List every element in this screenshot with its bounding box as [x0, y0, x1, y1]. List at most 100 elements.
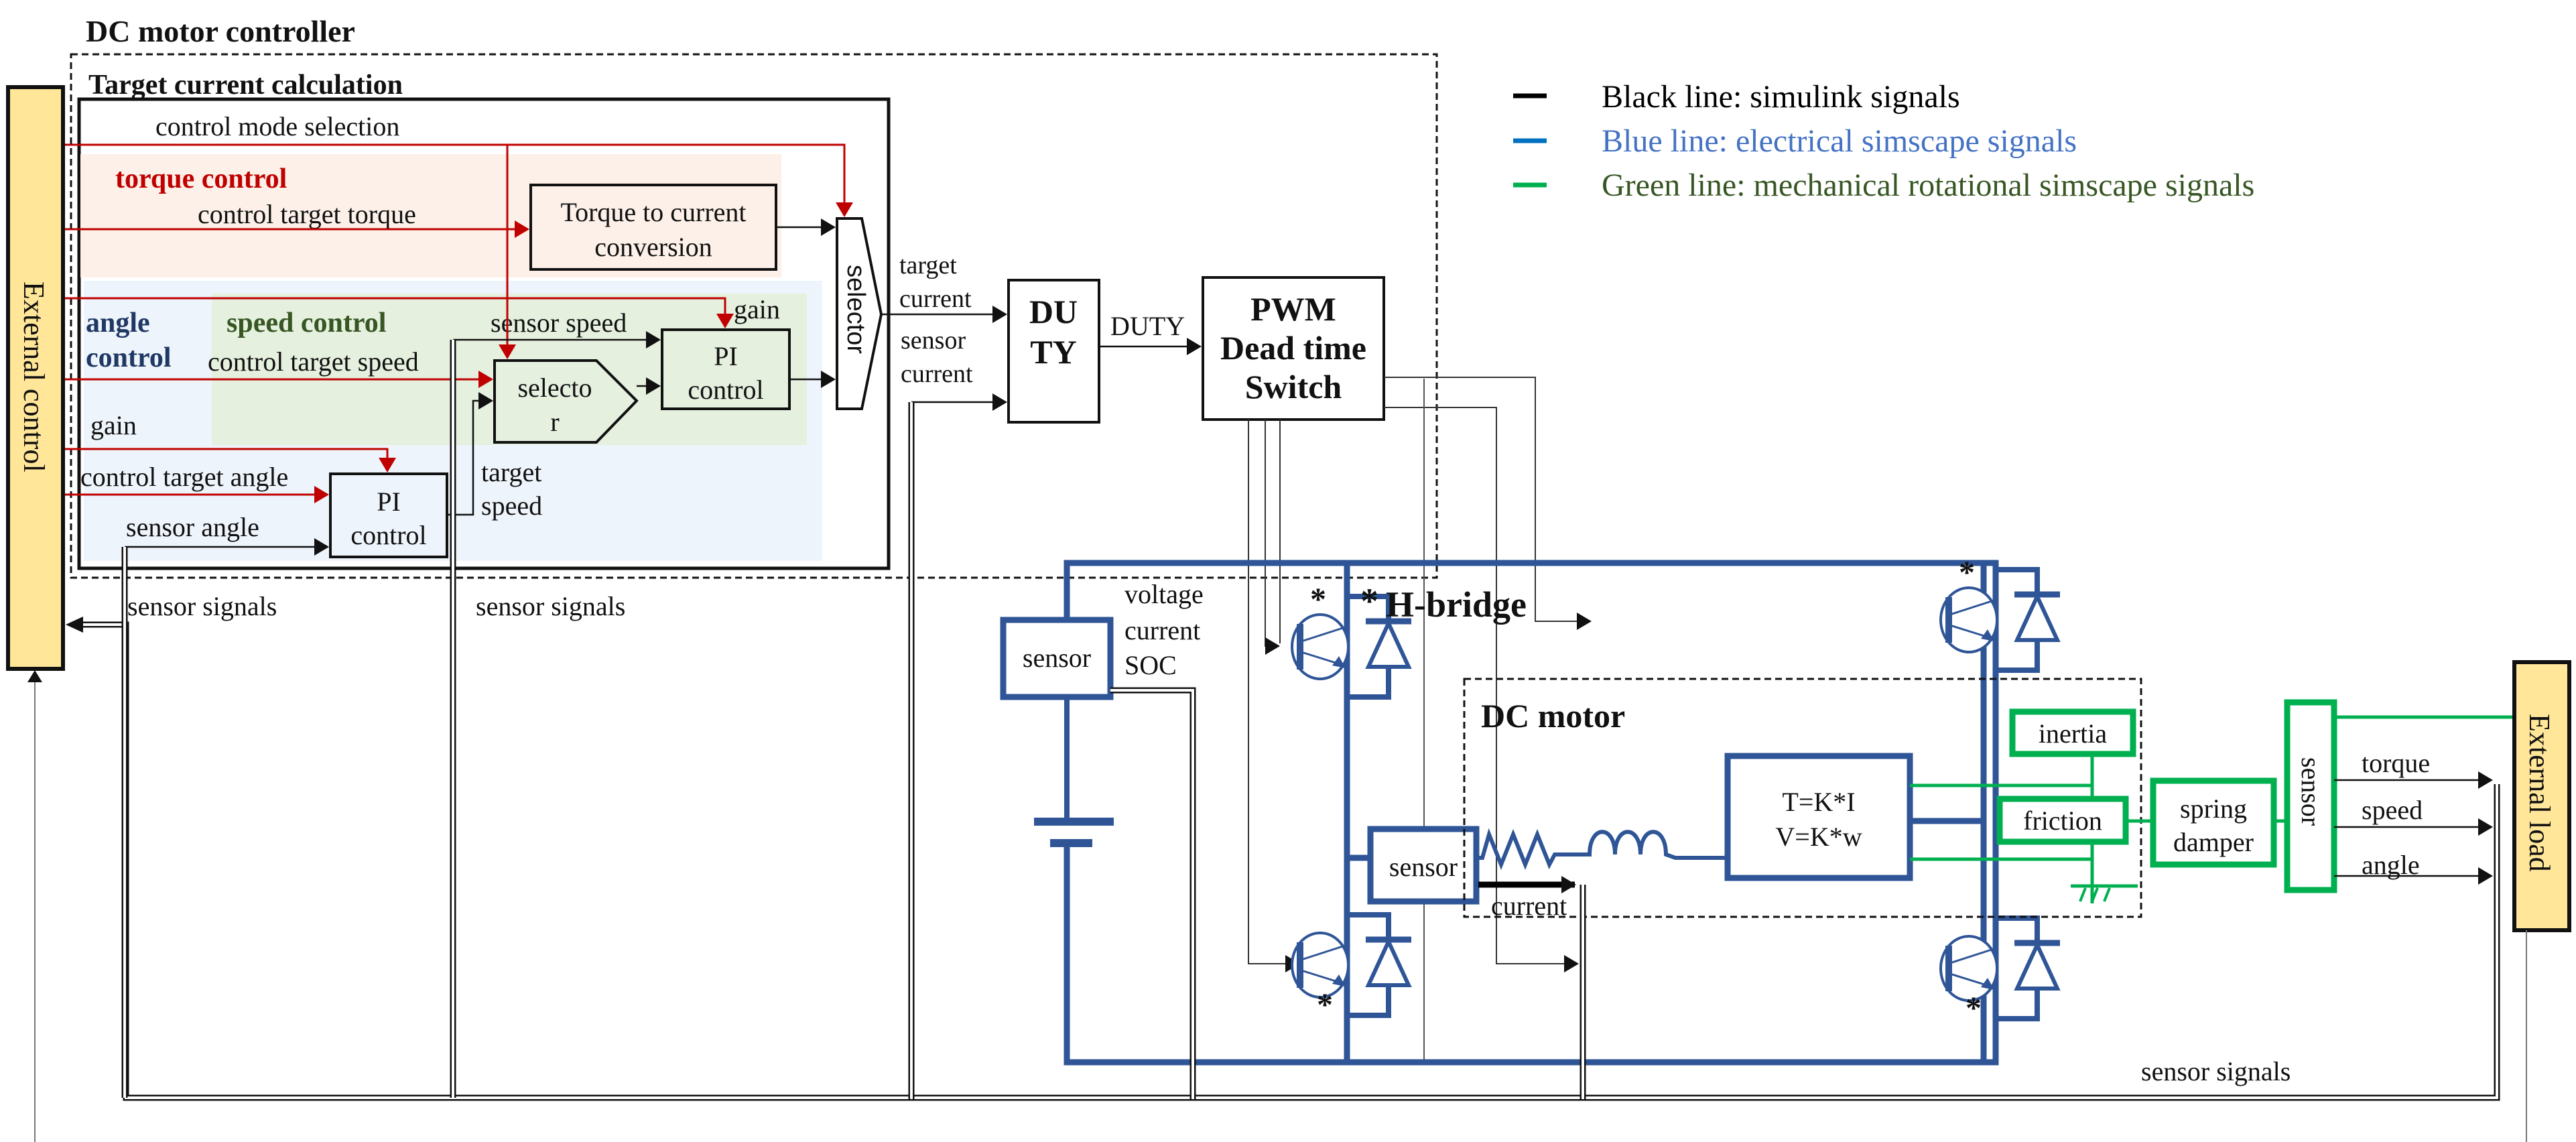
spring-damper-label-1: spring	[2180, 794, 2247, 824]
controller-title: DC motor controller	[86, 14, 355, 48]
duty-block[interactable]	[1007, 279, 1100, 424]
control-target-speed-label: control target speed	[208, 346, 419, 377]
diode-icon	[1365, 618, 1412, 669]
dc-bus-positive	[1064, 560, 1999, 659]
external-load-label: External load	[2523, 714, 2556, 872]
angle-control-title-1: angle	[86, 308, 150, 338]
target-current-label-2: current	[899, 285, 972, 313]
external-load-block[interactable]	[2512, 660, 2571, 932]
target-current-label-1: target	[899, 251, 957, 279]
switch-marker: *	[1966, 991, 1982, 1026]
h-bridge-title: H-bridge	[1386, 584, 1527, 625]
inertia-label: inertia	[2039, 718, 2107, 749]
angle-pi-label-1: PI	[377, 487, 401, 517]
switch-marker: *	[1317, 987, 1333, 1023]
mechanical-circuit: inertia friction spring damper sensor	[1910, 699, 2513, 903]
battery-current-label: current	[1124, 615, 1200, 645]
speed-selector-block[interactable]	[493, 359, 639, 444]
dc-motor-boundary	[1463, 678, 2142, 918]
wire-speed-gain	[63, 297, 734, 328]
main-selector-block[interactable]	[836, 217, 883, 410]
target-current-calc-title: Target current calculation	[88, 70, 403, 101]
battery-voltage-label: voltage	[1124, 579, 1204, 609]
electrical-circuit: sensor sensor T=K*I V=K*w current	[1000, 560, 1999, 1066]
sensor-bus-arrow	[66, 617, 83, 633]
speed-pi-control-block[interactable]	[661, 328, 791, 410]
friction-label: friction	[2023, 806, 2102, 836]
motor-current-sensor-block[interactable]	[1367, 826, 1480, 905]
inductor-icon	[1568, 830, 1728, 860]
torque-control-title: torque control	[115, 164, 287, 194]
mechanical-sensor-outputs: torque speed angle	[2334, 748, 2493, 885]
sensor-angle-label: sensor angle	[126, 512, 259, 542]
dc-motor-title: DC motor	[1481, 697, 1625, 735]
mechanical-sensor-label: sensor	[2296, 757, 2326, 826]
speed-control-title: speed control	[227, 308, 386, 338]
switch-marker: *	[1310, 582, 1326, 617]
resistor-icon	[1476, 828, 1568, 871]
speed-selector-label-1: selecto	[517, 373, 592, 403]
gate-signal-wires	[1248, 377, 1592, 1064]
dc-bus-negative	[1064, 847, 1999, 1066]
switch-upper-right: *	[1939, 555, 2061, 673]
inertia-block[interactable]	[2009, 708, 2136, 757]
sensor-signal-bus	[27, 340, 2527, 1142]
torque-output-label: torque	[2362, 748, 2430, 778]
legend-label-black: Black line: simulink signals	[1602, 79, 1960, 115]
simulink-wires	[125, 218, 1202, 556]
switch-lower-left: *	[1291, 912, 1412, 1023]
speed-selector-label-2: r	[550, 407, 559, 437]
speed-pi-label-2: control	[688, 375, 763, 405]
control-mode-selection-label: control mode selection	[155, 111, 399, 141]
friction-block[interactable]	[1996, 796, 2129, 845]
h-bridge-switches: * * * *	[1291, 555, 2061, 1026]
target-speed-label-2: speed	[481, 491, 542, 521]
h-bridge-marker: *	[1360, 581, 1378, 621]
sensor-current-label-2: current	[901, 360, 973, 388]
angle-output-label: angle	[2362, 850, 2420, 880]
switch-marker: *	[1959, 555, 1975, 590]
switch-upper-left: *	[1291, 582, 1412, 700]
main-selector-label: selector	[842, 265, 870, 354]
motor-current-sensor-label: sensor	[1389, 852, 1458, 882]
legend-label-green: Green line: mechanical rotational simsca…	[1602, 168, 2254, 203]
duty-output-label: DUTY	[1110, 311, 1185, 341]
legend: Black line: simulink signals Blue line: …	[1513, 79, 2254, 203]
angle-gain-label: gain	[90, 410, 137, 440]
external-control-label: External control	[17, 281, 50, 472]
sensor-signals-label-2: sensor signals	[476, 591, 625, 621]
pwm-label-1: PWM	[1250, 290, 1336, 328]
target-speed-label-1: target	[481, 457, 541, 487]
legend-label-blue: Blue line: electrical simscape signals	[1602, 123, 2077, 159]
wire-angle-gain	[63, 448, 396, 472]
torque-to-current-block[interactable]	[529, 184, 777, 271]
control-target-angle-label: control target angle	[80, 462, 288, 492]
angle-control-title-2: control	[86, 342, 172, 373]
motor-equation-1: T=K*I	[1782, 787, 1855, 817]
sensor-signals-label-3: sensor signals	[2141, 1056, 2291, 1086]
control-target-torque-label: control target torque	[198, 199, 416, 229]
load-to-control-wire	[27, 670, 42, 1142]
wire-mode-to-selector	[63, 143, 853, 217]
diode-icon	[2014, 940, 2061, 991]
battery-sensor-label: sensor	[1023, 643, 1091, 673]
battery-soc-label: SOC	[1124, 650, 1177, 680]
mechanical-sensor-block[interactable]	[2284, 699, 2337, 893]
angle-pi-control-block[interactable]	[329, 472, 448, 558]
torque-to-current-label-1: Torque to current	[560, 197, 746, 227]
motor-emf-block[interactable]	[1724, 753, 1913, 881]
sensor-current-label-1: sensor	[901, 326, 966, 355]
switch-lower-right: *	[1939, 915, 2061, 1026]
red-control-wires	[63, 143, 853, 503]
duty-label-2: TY	[1030, 333, 1076, 371]
speed-pi-label-1: PI	[714, 341, 738, 371]
external-control-block[interactable]	[6, 85, 65, 671]
pwm-label-2: Dead time	[1220, 329, 1366, 367]
diode-icon	[2014, 591, 2061, 642]
battery-sensor-block[interactable]	[1000, 617, 1114, 700]
speed-gain-label: gain	[734, 294, 780, 324]
pwm-label-3: Switch	[1245, 368, 1342, 405]
motor-equation-2: V=K*w	[1775, 822, 1862, 852]
pwm-deadtime-switch-block[interactable]	[1202, 276, 1385, 421]
